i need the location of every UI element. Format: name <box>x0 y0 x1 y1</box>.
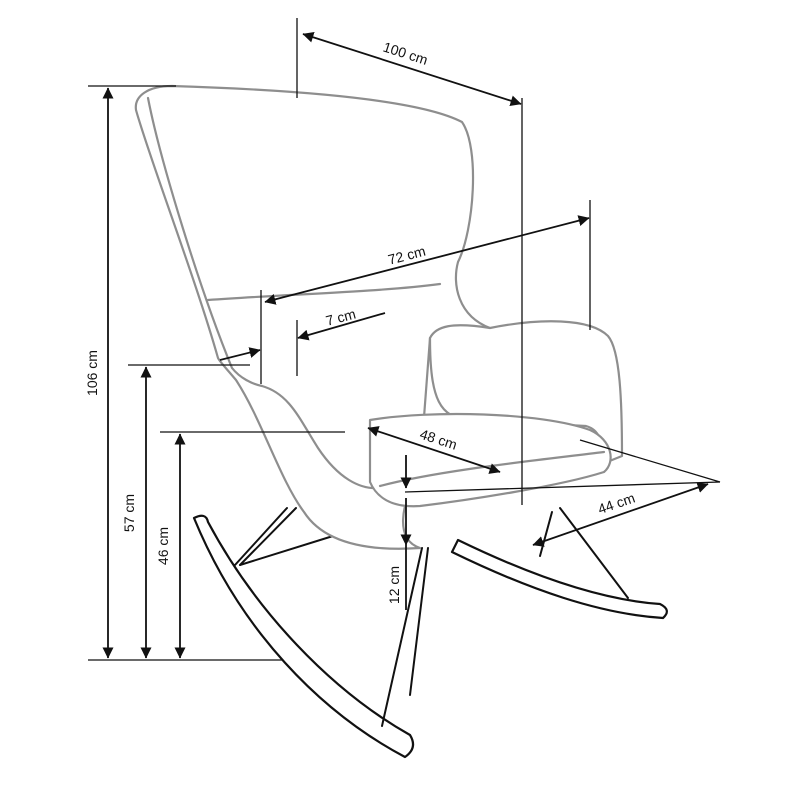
label-armrest-height: 57 cm <box>121 494 137 532</box>
dim-line-seat-depth <box>367 426 501 474</box>
label-total-height: 106 cm <box>84 350 100 396</box>
label-seat-height: 46 cm <box>155 527 171 565</box>
dim-line-total-width <box>302 31 522 107</box>
label-armrest-width: 7 cm <box>324 306 357 329</box>
extension-lines <box>88 18 721 661</box>
backrest-inner-edge <box>146 96 382 490</box>
dim-line-seat-width <box>532 482 709 547</box>
label-seat-width: 44 cm <box>596 490 637 518</box>
rocker-rail-front <box>192 514 415 759</box>
rocker-rail-back <box>450 538 668 620</box>
chair-body <box>134 84 624 550</box>
dim-line-overall-depth <box>264 215 590 305</box>
dim-line-armrest-width <box>219 347 261 361</box>
rocking-base <box>192 507 668 759</box>
label-total-width: 100 cm <box>381 39 430 68</box>
dimension-lines <box>102 31 709 659</box>
label-seat-thickness: 12 cm <box>386 566 402 604</box>
chair-legs <box>234 507 629 727</box>
dim-line-armrest-width-b <box>297 312 386 341</box>
